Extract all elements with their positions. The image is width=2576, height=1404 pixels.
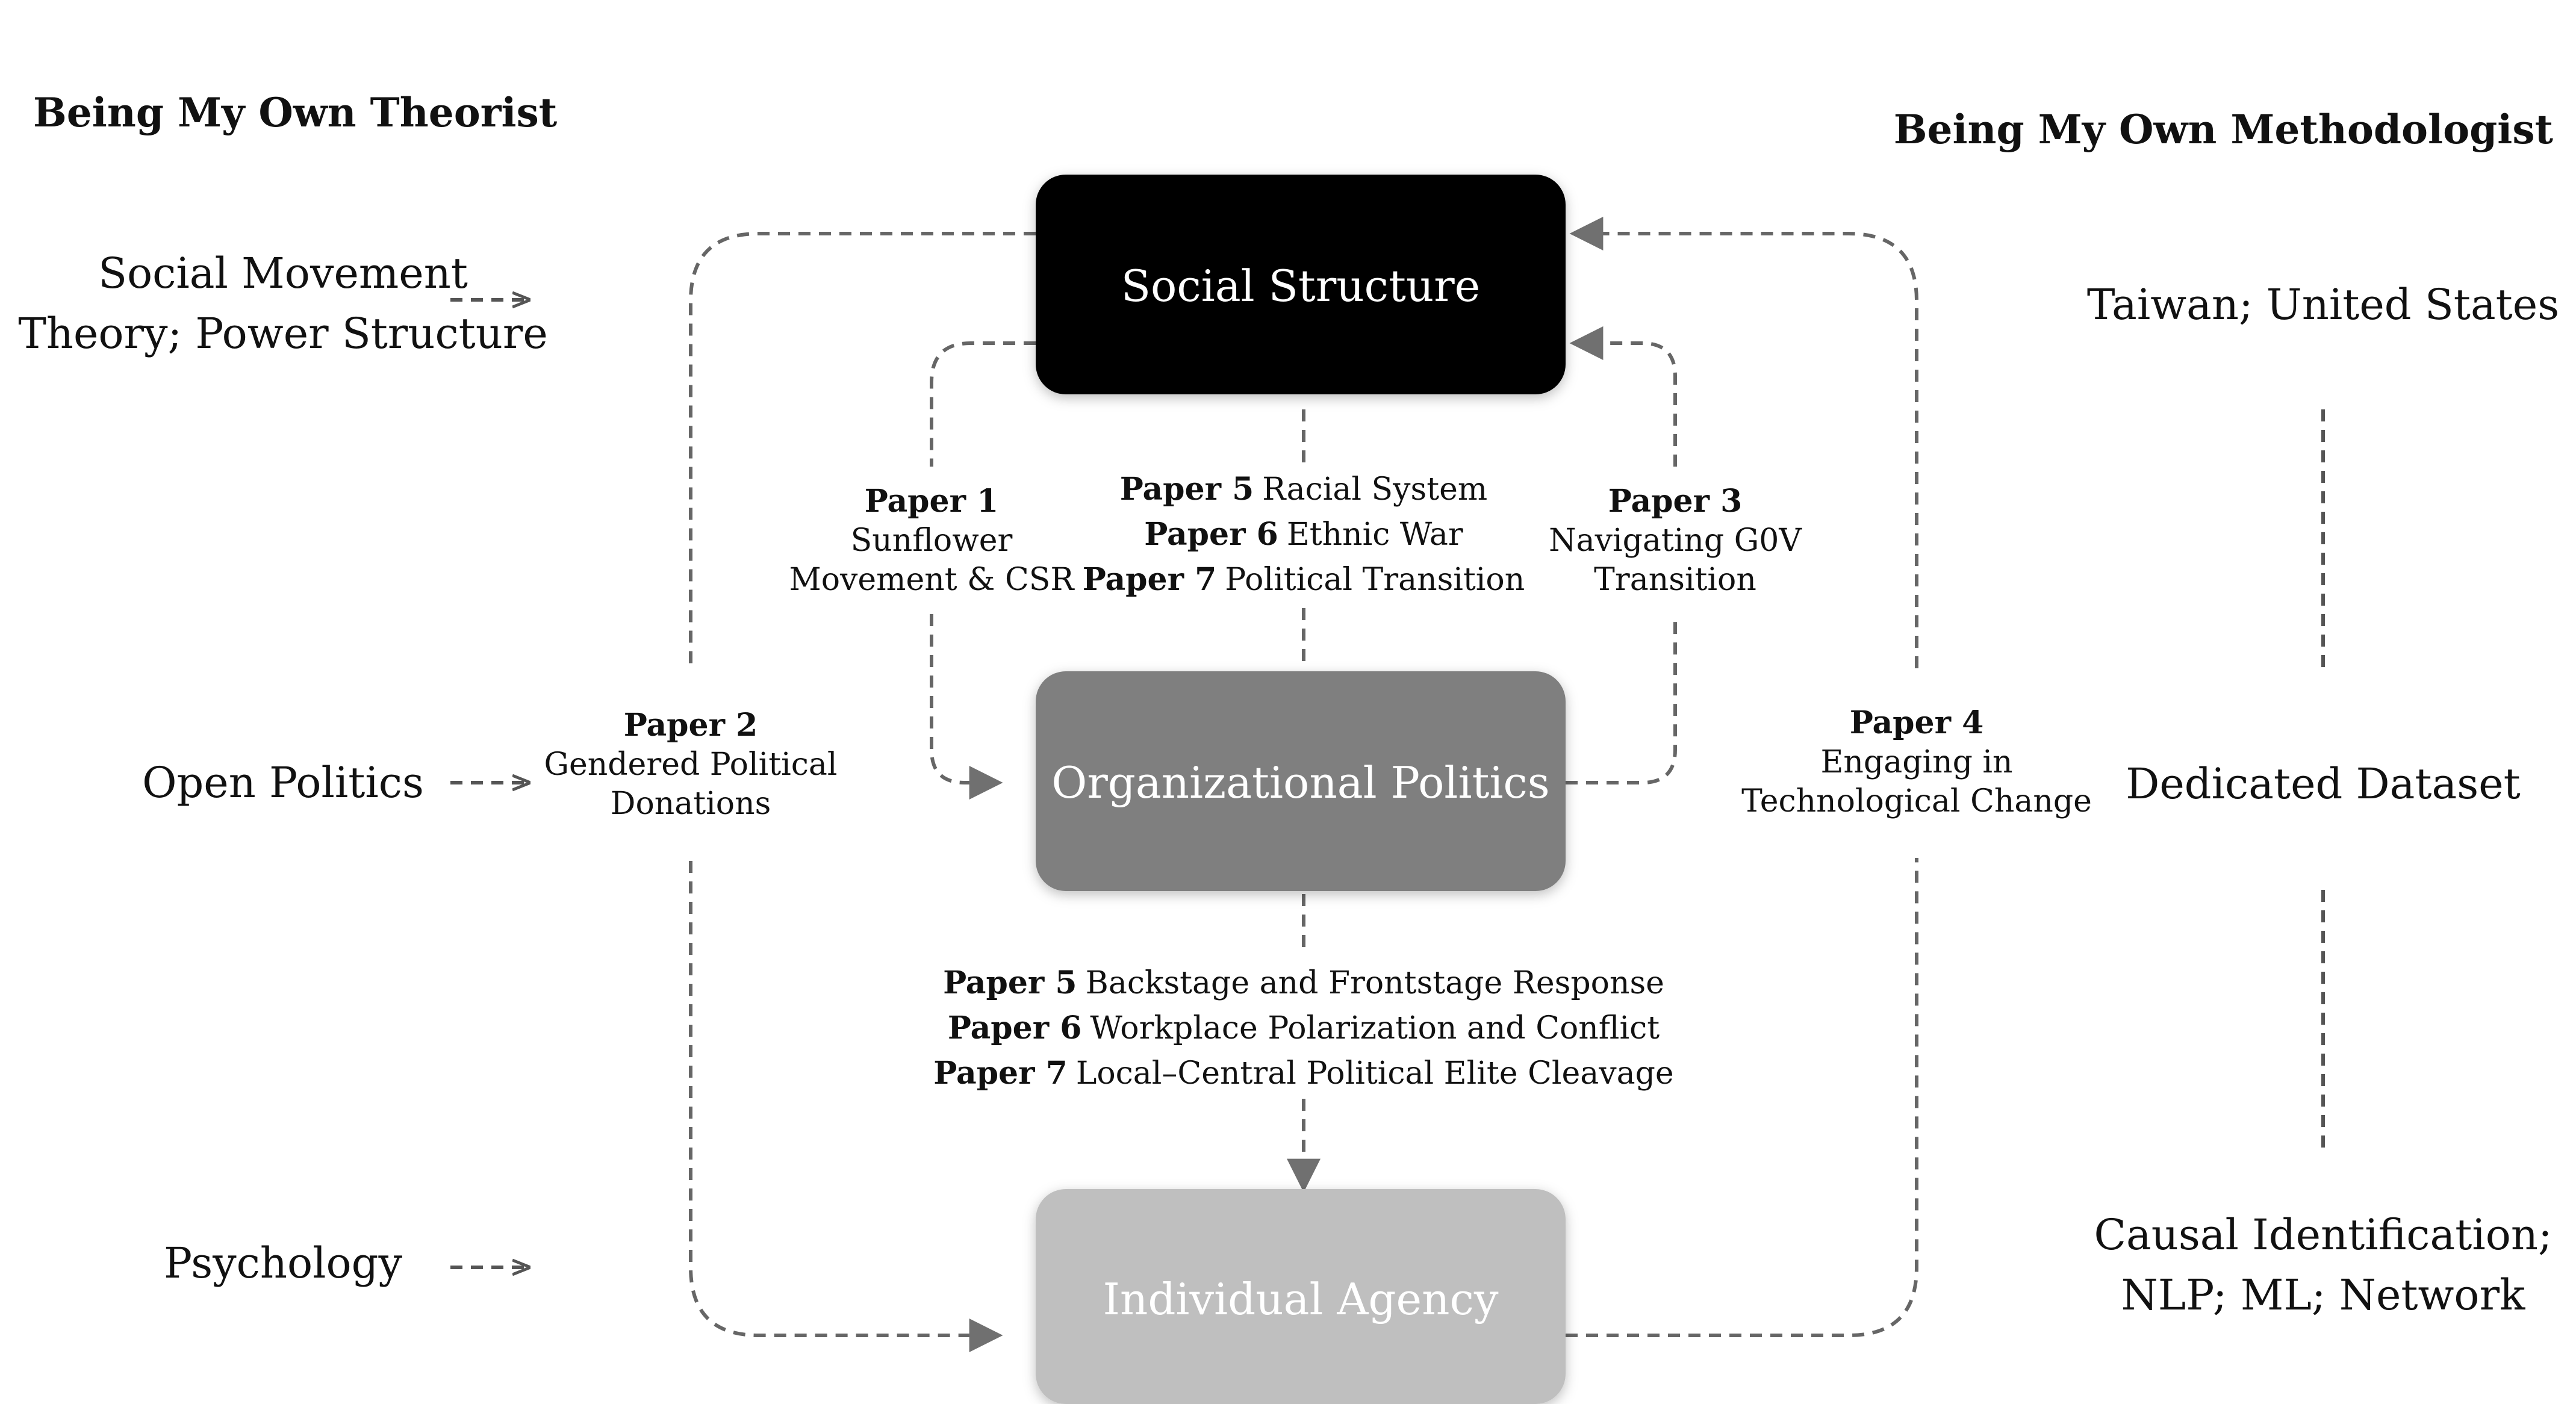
paper4-connector-top	[1569, 217, 1918, 668]
organizational-politics-box: Organizational Politics	[1036, 671, 1566, 891]
paper4-label: Paper 4 Engaging in Technological Change	[1741, 704, 2092, 819]
paper-title: Paper 1	[865, 483, 999, 520]
paper3-label: Paper 3 Navigating G0V Transition	[1549, 483, 1802, 598]
paper-line: Sunflower	[851, 523, 1013, 559]
theory-open-politics: Open Politics	[142, 758, 424, 807]
theory-social-movement: Social Movement Theory; Power Structure	[18, 249, 548, 358]
box-shape	[1036, 1189, 1566, 1404]
paper-line: Engaging in	[1820, 744, 2012, 780]
method-line: NLP; ML; Network	[2121, 1270, 2525, 1320]
paper-line: Movement & CSR	[789, 562, 1075, 598]
paper1-connector-bottom	[930, 614, 1003, 800]
social-structure-box: Social Structure	[1036, 175, 1566, 394]
method-countries: Taiwan; United States	[2087, 280, 2559, 329]
paper-name: Paper 5	[1120, 471, 1254, 508]
paper-line: Donations	[611, 786, 771, 822]
paper1-label: Paper 1 Sunflower Movement & CSR	[789, 483, 1075, 598]
box-shape	[1036, 671, 1566, 891]
paper-line: Transition	[1594, 562, 1756, 598]
theorist-header: Being My Own Theorist	[33, 89, 558, 136]
paper3-connector-bottom	[1566, 614, 1677, 784]
paper-line: Gendered Political	[544, 747, 837, 783]
paper-name: Paper 7	[933, 1055, 1068, 1092]
box-shape	[1036, 175, 1566, 394]
paper2-connector-top	[689, 232, 1036, 671]
box-label: Individual Agency	[1103, 1274, 1499, 1325]
paper-title: Paper 3	[1608, 483, 1743, 520]
paper4-connector-bottom	[1566, 858, 1918, 1337]
paper-topic: Local–Central Political Elite Cleavage	[1076, 1055, 1674, 1092]
box-label: Social Structure	[1121, 261, 1481, 311]
paper-topic: Political Transition	[1225, 562, 1525, 598]
box-label: Organizational Politics	[1051, 757, 1549, 808]
method-dataset: Dedicated Dataset	[2126, 759, 2521, 809]
paper3-connector-top	[1569, 326, 1677, 467]
method-techniques: Causal Identification; NLP; ML; Network	[2094, 1210, 2552, 1320]
paper-topic: Workplace Polarization and Conflict	[1090, 1010, 1660, 1046]
paper-topic: Racial System	[1262, 471, 1487, 508]
individual-agency-box: Individual Agency	[1036, 1189, 1566, 1404]
paper-title: Paper 4	[1850, 704, 1984, 741]
paper-name: Paper 5	[943, 964, 1077, 1001]
method-line: Causal Identification;	[2094, 1210, 2552, 1260]
paper2-label: Paper 2 Gendered Political Donations	[544, 707, 837, 822]
paper-topic: Backstage and Frontstage Response	[1086, 965, 1664, 1001]
paper-line: Technological Change	[1741, 783, 2092, 819]
theory-line: Social Movement	[98, 249, 468, 298]
paper2-connector-bottom	[689, 861, 1003, 1352]
paper-topic: Ethnic War	[1287, 517, 1463, 553]
paper-line: Navigating G0V	[1549, 523, 1802, 559]
paper-name: Paper 7	[1083, 561, 1217, 598]
paper-title: Paper 2	[624, 707, 758, 744]
paper-name: Paper 6	[948, 1010, 1082, 1046]
methodologist-header: Being My Own Methodologist	[1894, 106, 2554, 153]
paper-name: Paper 6	[1144, 516, 1278, 553]
theory-line: Theory; Power Structure	[18, 309, 548, 358]
theory-psychology: Psychology	[164, 1238, 402, 1288]
paper1-connector-top	[930, 341, 1036, 467]
